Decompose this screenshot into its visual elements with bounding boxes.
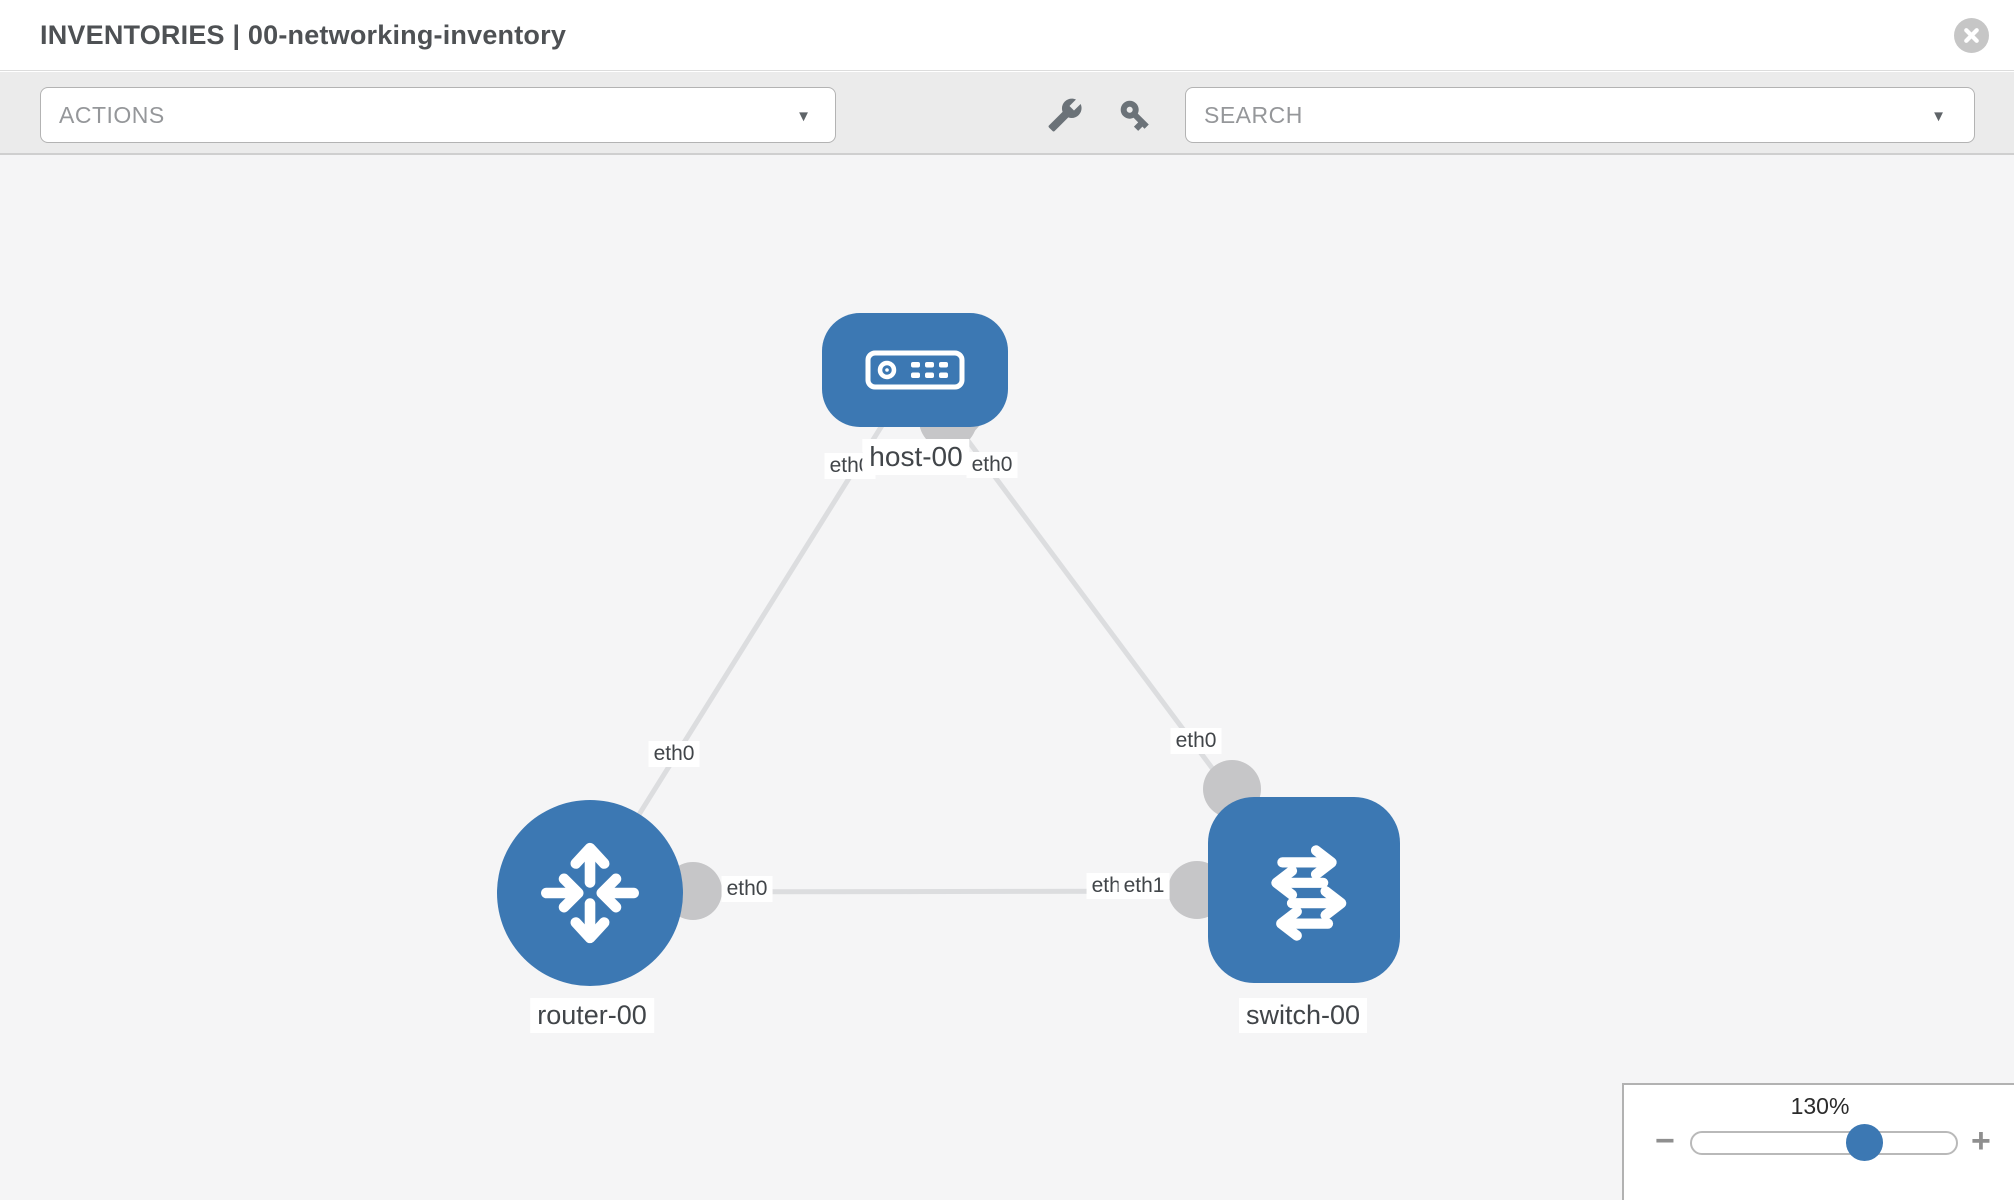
close-button[interactable] (1954, 18, 1989, 53)
key-icon (1120, 100, 1149, 131)
zoom-out-button[interactable]: − (1655, 1122, 1675, 1160)
iface-label-switch-eth1-router-link: eth1 (1118, 873, 1170, 899)
node-router-00[interactable] (497, 800, 683, 986)
iface-label-router-eth0-host-link: eth0 (648, 741, 700, 767)
host-icon (865, 350, 965, 390)
zoom-level-value: 130% (1790, 1093, 1850, 1119)
switch-icon (1271, 845, 1347, 941)
actions-dropdown-label: ACTIONS (59, 101, 165, 128)
zoom-control-panel: 130% − + (1622, 1083, 2014, 1200)
toolbar: ACTIONS ▼ SEARCH ▼ (0, 72, 2014, 155)
page-title: INVENTORIES | 00-networking-inventory (40, 20, 567, 50)
topology-links-layer (587, 369, 1306, 920)
iface-label-router-eth0-switch-link: eth0 (721, 876, 773, 902)
node-host-00[interactable] (822, 313, 1008, 427)
router-icon (541, 842, 639, 944)
node-label-host-00: host-00 (862, 439, 970, 475)
zoom-in-button[interactable]: + (1971, 1122, 1991, 1160)
close-icon (1964, 28, 1979, 43)
zoom-slider-handle[interactable] (1846, 1124, 1883, 1161)
topology-canvas[interactable]: host-00 router-00 switch-00 eth0 eth0 et… (0, 155, 2014, 1200)
link-router-switch (589, 888, 1304, 895)
iface-label-switch-eth0-host-link: eth0 (1170, 728, 1222, 754)
actions-dropdown[interactable]: ACTIONS ▼ (40, 87, 836, 143)
iface-label-host-eth0-switch-link: eth0 (966, 452, 1018, 478)
credentials-button[interactable] (1116, 96, 1154, 134)
wrench-icon (1048, 98, 1082, 132)
caret-down-icon: ▼ (1931, 107, 1946, 125)
node-switch-00[interactable] (1208, 797, 1400, 983)
search-dropdown[interactable]: SEARCH ▼ (1185, 87, 1975, 143)
node-label-router-00: router-00 (530, 998, 654, 1033)
zoom-slider[interactable] (1690, 1131, 1958, 1155)
search-placeholder: SEARCH (1204, 101, 1303, 128)
header: INVENTORIES | 00-networking-inventory (0, 0, 2014, 71)
node-label-switch-00: switch-00 (1238, 998, 1368, 1033)
caret-down-icon: ▼ (796, 107, 811, 125)
configure-button[interactable] (1046, 96, 1084, 134)
